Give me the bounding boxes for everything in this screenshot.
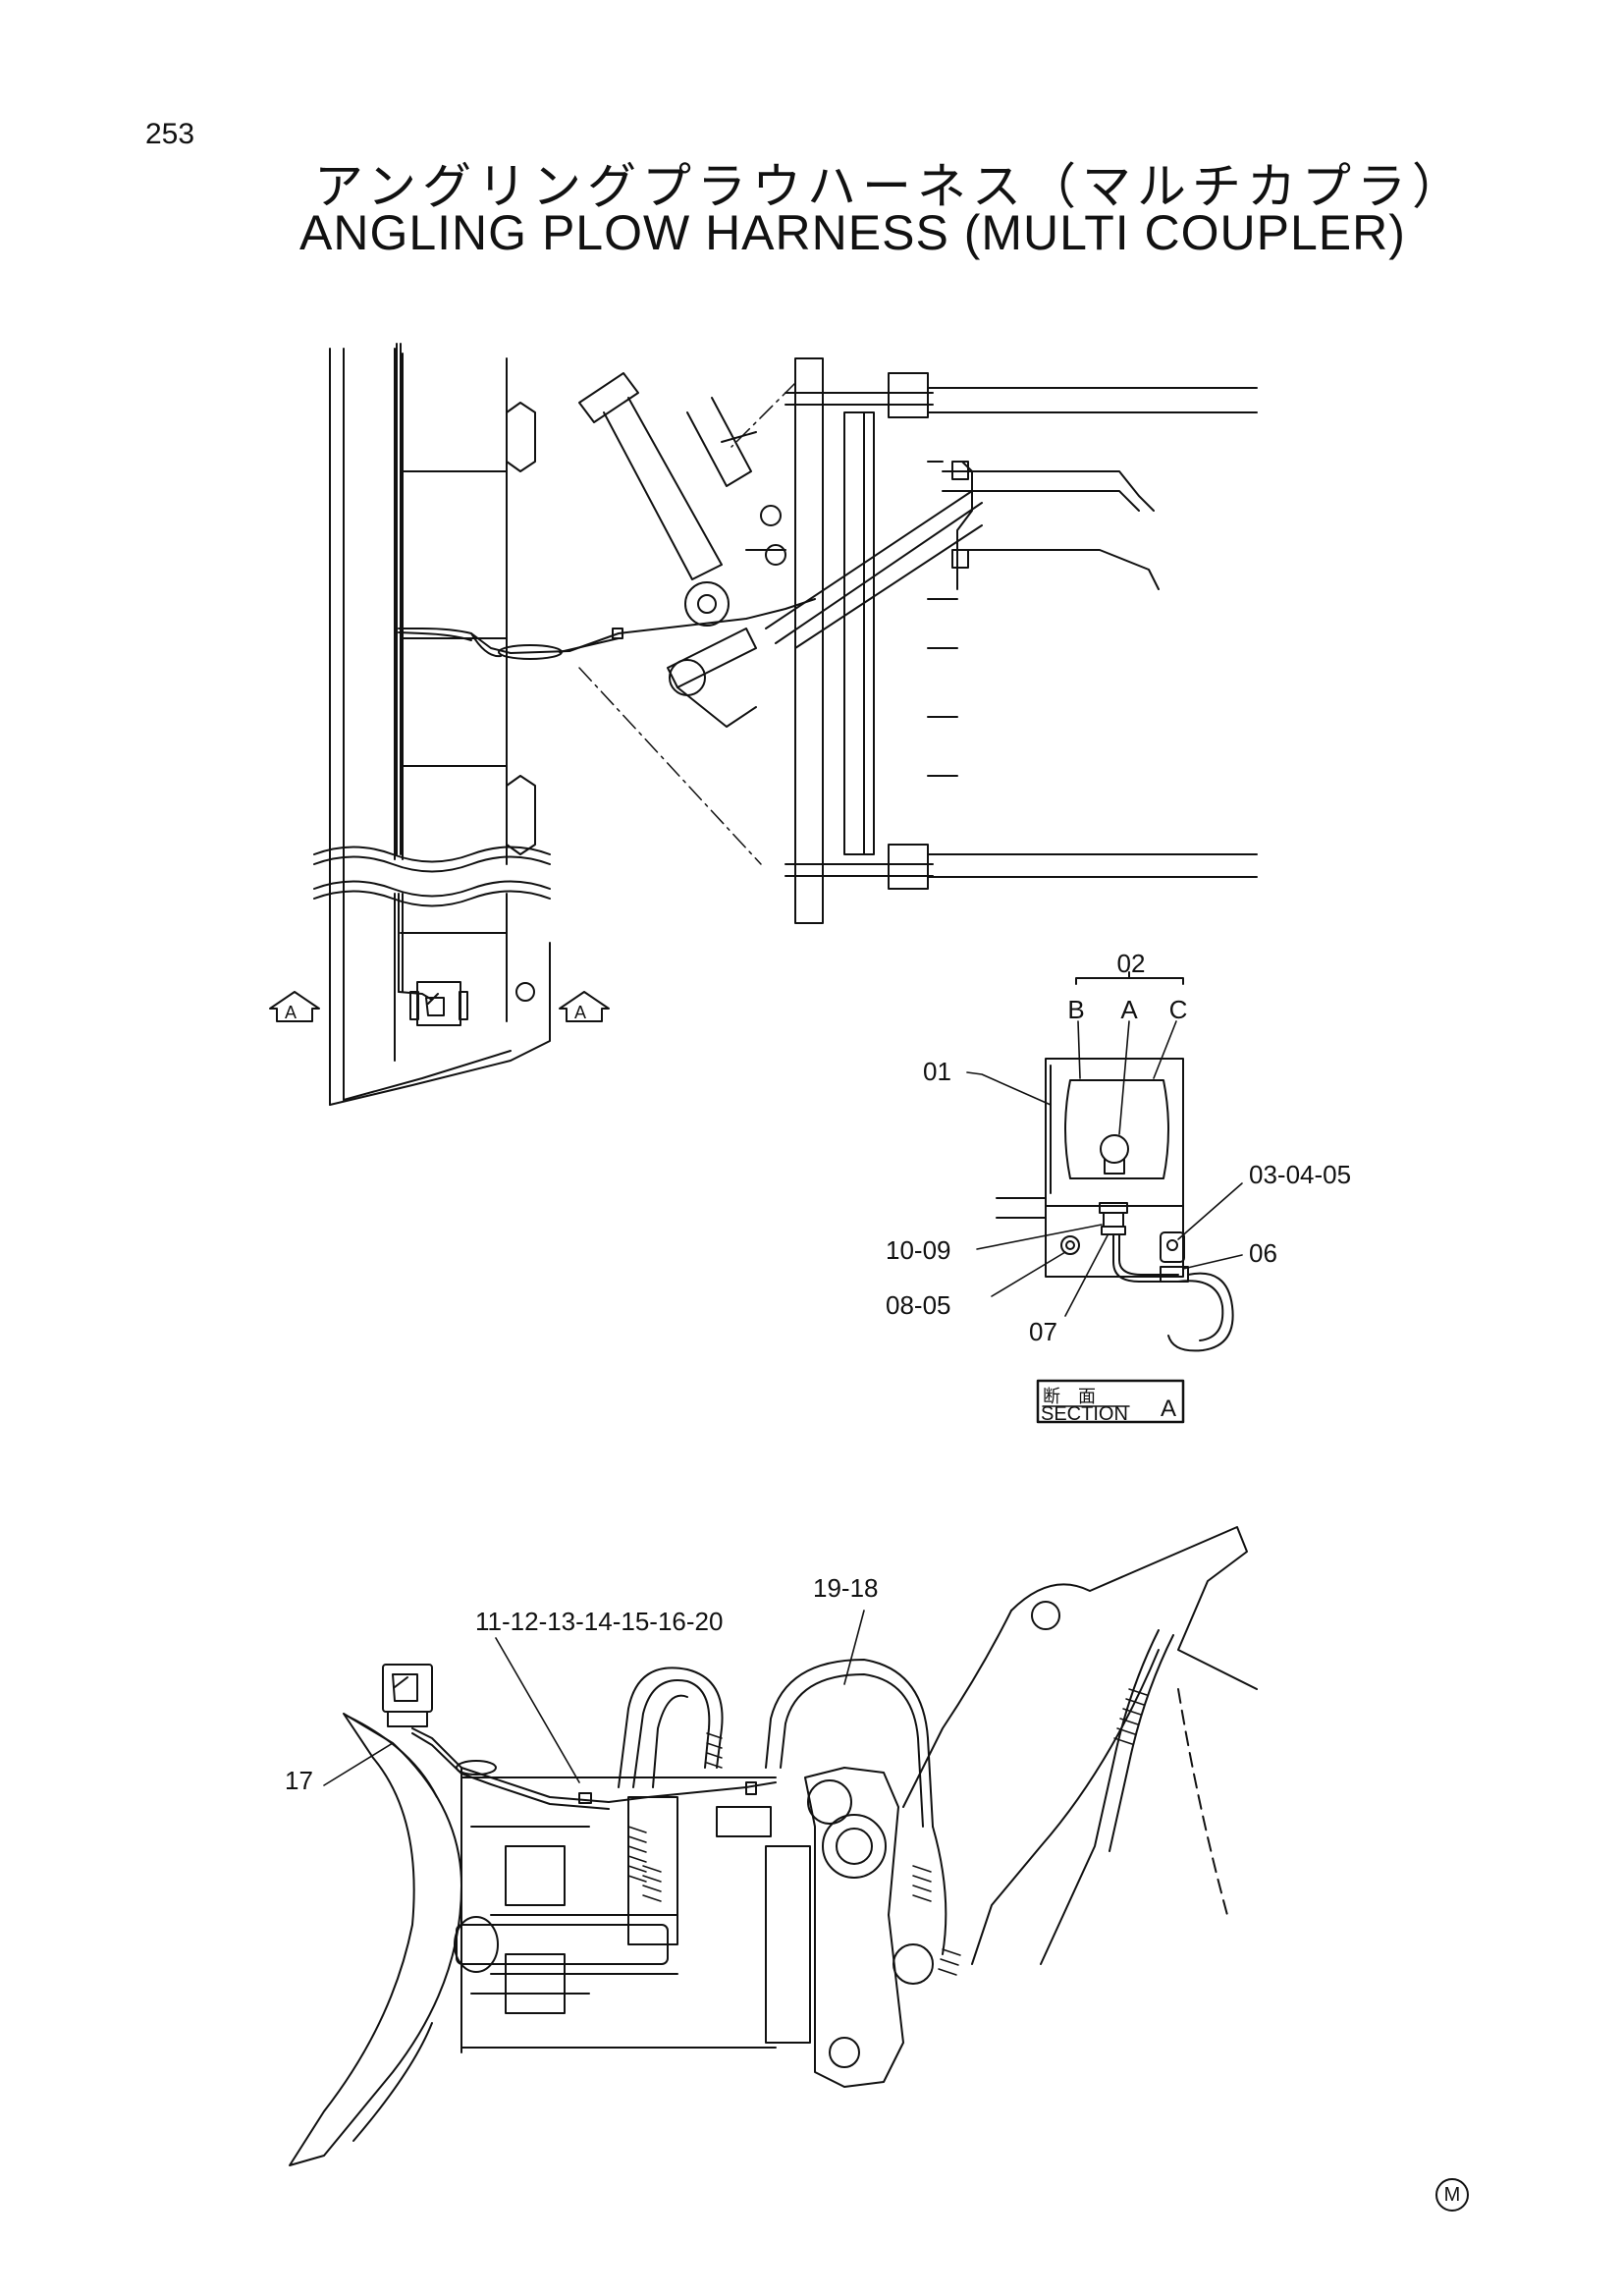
view-marker-left-label: A: [285, 1003, 297, 1022]
blade-frame: [784, 357, 1258, 924]
top-view-drawing: A A: [269, 343, 1258, 1106]
callout-19-18: 19-18: [813, 1573, 879, 1603]
callout-06: 06: [1249, 1238, 1277, 1268]
section-label-en: SECTION: [1041, 1403, 1128, 1425]
section-a-detail: 02 B A C 01 03-04-05 10-09 06 08-05 07: [886, 949, 1351, 1352]
hose-coils: [627, 1688, 1148, 1976]
callout-a: A: [1120, 995, 1138, 1024]
harness-wire-bottom: [411, 1727, 777, 1810]
page-number: 253: [145, 118, 195, 150]
bottom-leader-lines: [323, 1610, 865, 1786]
view-marker-left: A: [269, 991, 320, 1022]
section-label-box: 断 面 SECTION A: [1036, 1379, 1185, 1425]
harness-wire-diagonal: [765, 461, 983, 649]
bottom-view-drawing: 11-12-13-14-15-16-20 19-18 17: [285, 1526, 1258, 2166]
section-a-leader-lines: [966, 1020, 1243, 1317]
coupler-box-top: [409, 981, 468, 1026]
hydraulic-cylinder-top: [578, 372, 786, 728]
section-label-jp: 断 面: [1043, 1387, 1096, 1407]
plow-frame-bottom: [454, 1767, 934, 2088]
callout-07: 07: [1029, 1317, 1057, 1346]
callout-10-09: 10-09: [886, 1235, 951, 1265]
hydraulic-hoses-bottom: [618, 1629, 1174, 1965]
view-marker-right-label: A: [574, 1003, 586, 1022]
coupler-box-bottom: [382, 1664, 433, 1727]
callout-03-04-05: 03-04-05: [1249, 1160, 1351, 1189]
callout-08-05: 08-05: [886, 1290, 951, 1320]
page-title-english: ANGLING PLOW HARNESS (MULTI COUPLER): [299, 205, 1406, 260]
harness-wire-top: [396, 343, 816, 1001]
plow-blade: [289, 1713, 777, 2166]
callout-b: B: [1067, 995, 1084, 1024]
callout-17: 17: [285, 1766, 313, 1795]
callout-02: 02: [1117, 949, 1146, 978]
page-title-japanese: アングリングプラウハーネス（マルチカプラ）: [314, 158, 1467, 215]
callout-11-20: 11-12-13-14-15-16-20: [475, 1607, 723, 1636]
corner-mark: M: [1435, 2178, 1469, 2212]
callout-c: C: [1169, 995, 1188, 1024]
push-arm: [902, 1526, 1258, 1965]
section-label-letter: A: [1161, 1395, 1176, 1422]
callout-01: 01: [923, 1057, 951, 1086]
view-marker-right: A: [559, 991, 610, 1022]
projection-lines: [578, 382, 796, 865]
left-frame: [313, 348, 551, 1106]
